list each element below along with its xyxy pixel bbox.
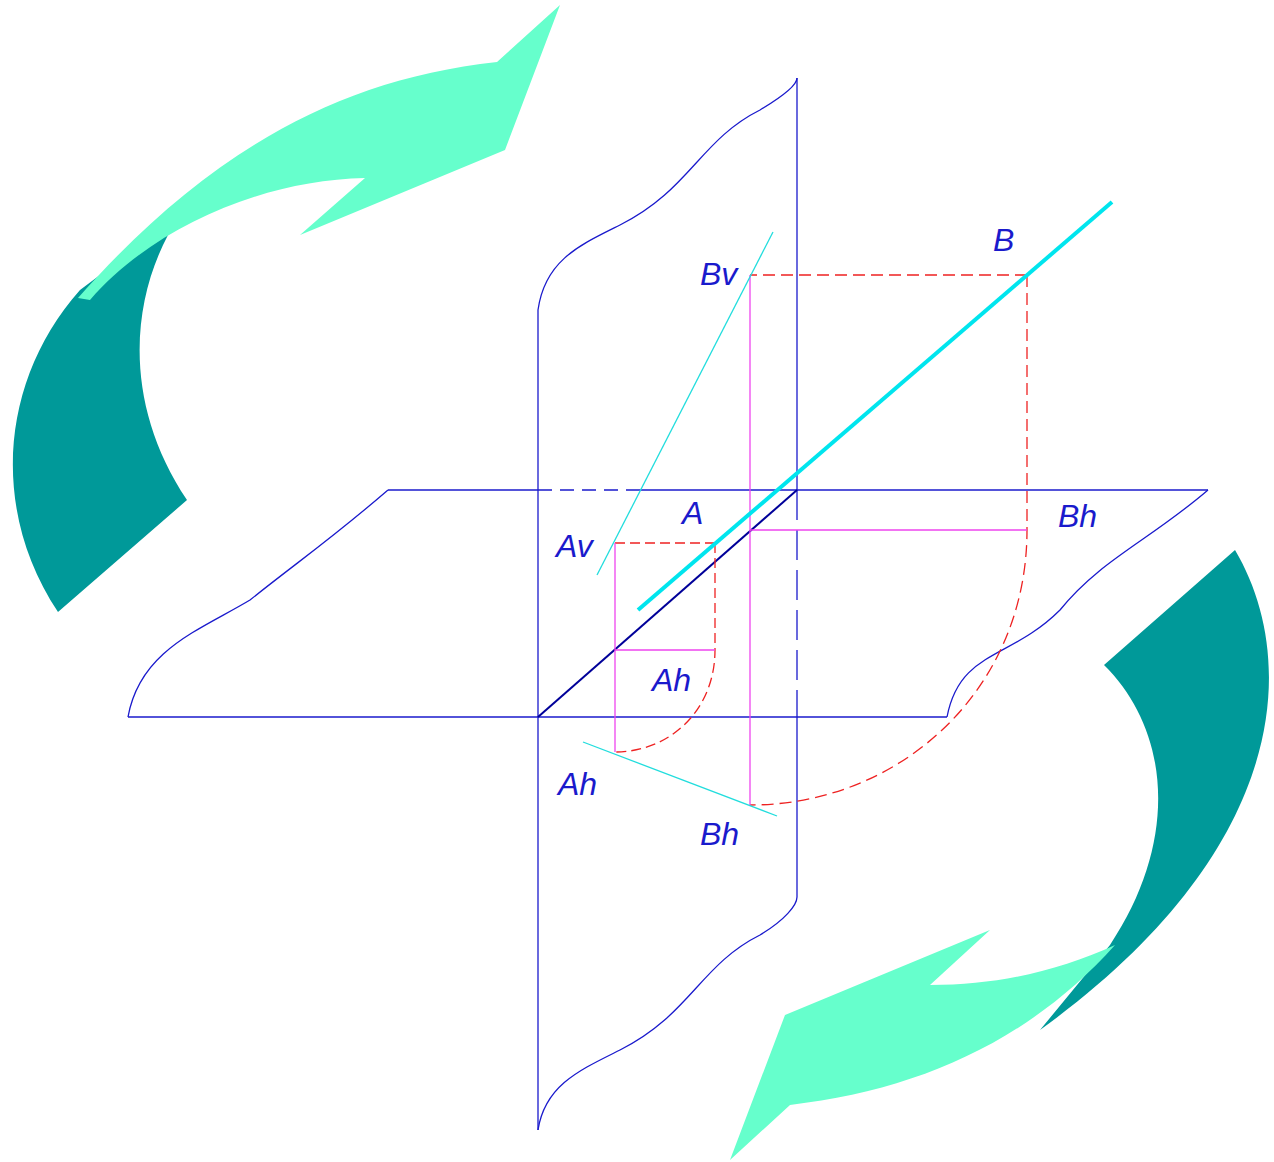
plane-edge <box>388 489 538 490</box>
projector <box>614 543 615 752</box>
point-label: Bh <box>1058 500 1097 532</box>
point-label: B <box>993 224 1014 256</box>
plane-edge <box>796 717 797 897</box>
plane-edge <box>128 490 388 717</box>
point-label: Bh <box>700 818 739 850</box>
plane-edge <box>537 310 538 1130</box>
rotation-arrow <box>1040 550 1269 1030</box>
rotation-arrow <box>78 5 560 300</box>
point-label: Bv <box>700 258 737 290</box>
projection-line <box>583 742 777 816</box>
projector <box>749 275 750 805</box>
point-label: Av <box>556 530 593 562</box>
projector <box>750 529 1027 530</box>
plane-edge <box>796 490 797 717</box>
rotation-arrow <box>730 930 1115 1160</box>
projector <box>615 649 715 650</box>
plane-edge <box>947 490 1208 717</box>
plane-edge <box>640 489 1208 490</box>
plane-edge <box>538 78 797 310</box>
projector <box>750 274 1027 275</box>
point-label: Ah <box>558 768 597 800</box>
projector <box>615 542 715 543</box>
plane-edge <box>538 897 797 1130</box>
line-ab <box>638 202 1112 610</box>
plane-edge <box>796 78 797 490</box>
point-label: A <box>682 497 703 529</box>
plane-edge <box>538 489 640 490</box>
projector <box>750 275 1027 805</box>
point-label: Ah <box>652 664 691 696</box>
projector <box>615 543 715 752</box>
axis-line <box>538 490 797 717</box>
projection-line <box>597 232 773 575</box>
